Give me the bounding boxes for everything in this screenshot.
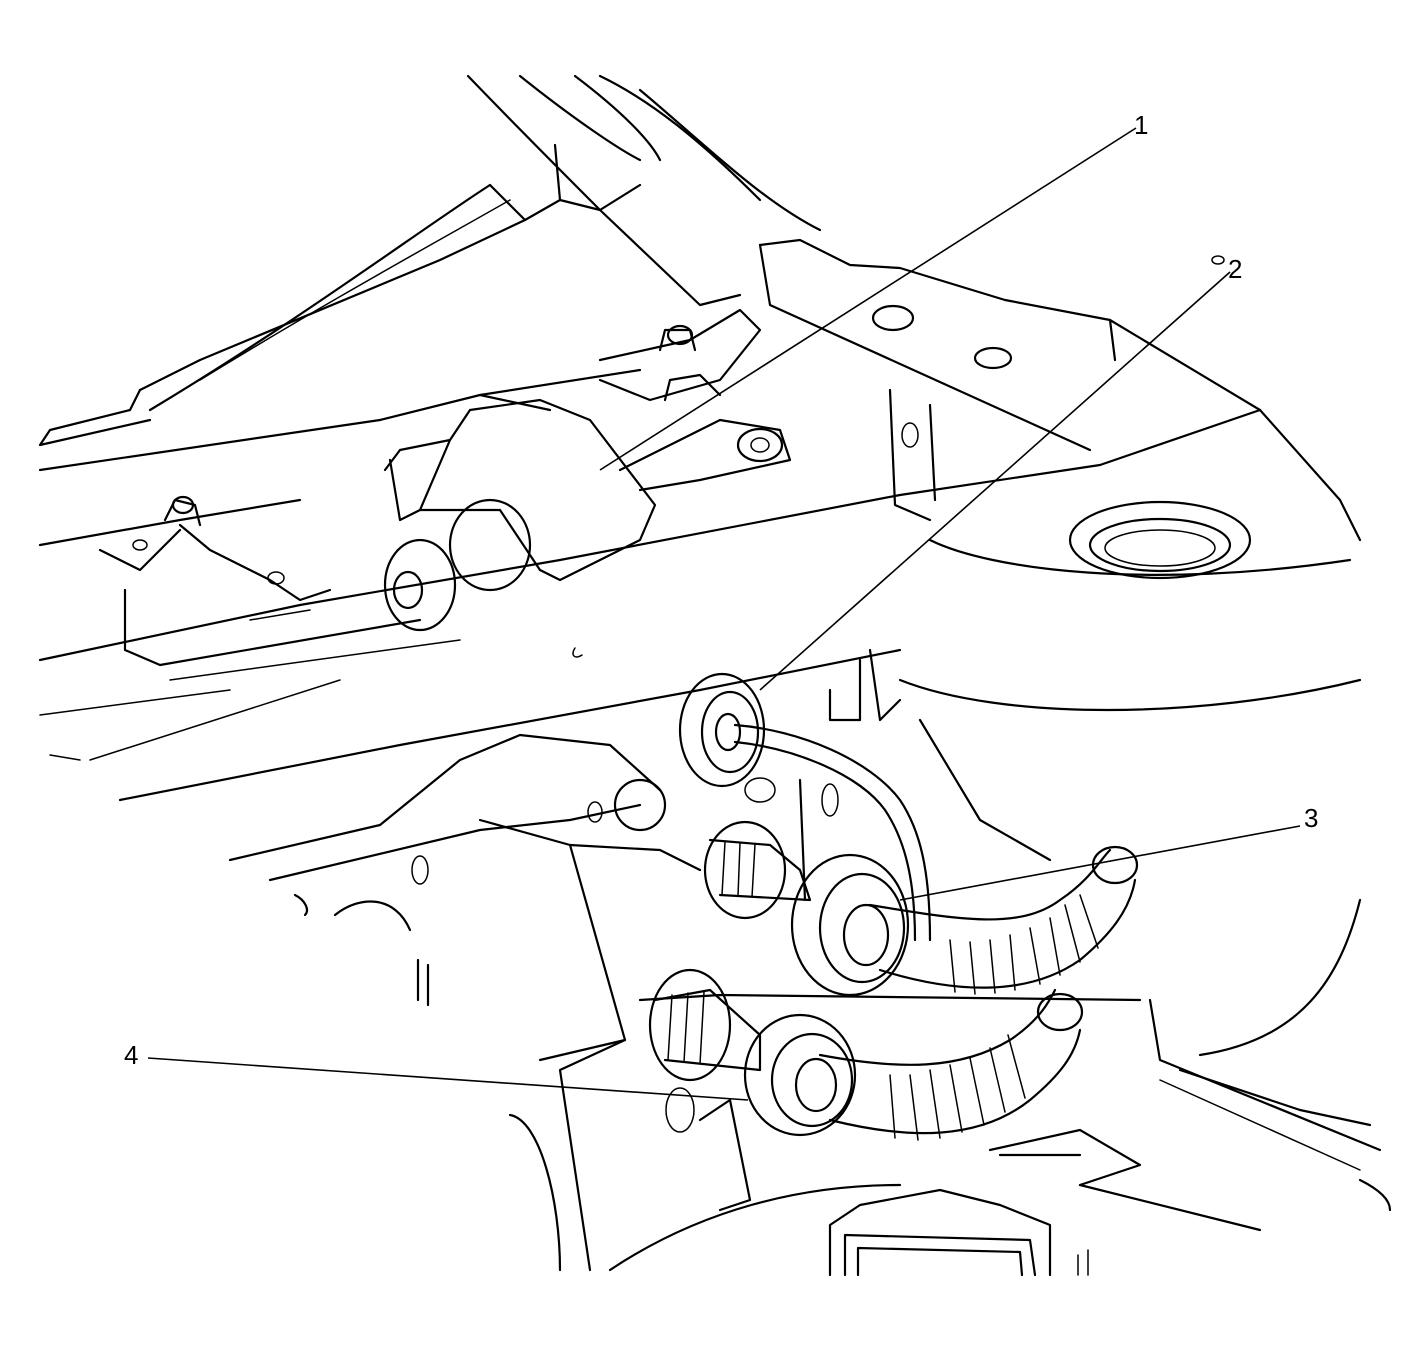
firewall [228, 648, 1142, 1272]
leader-4 [147, 1057, 749, 1101]
fender-module [608, 898, 1392, 1277]
grommet-2 [678, 672, 932, 942]
cowl-beam [38, 408, 1262, 802]
leader-1 [599, 127, 1137, 471]
callout-1: 1 [1134, 110, 1148, 140]
grommet-4 [648, 968, 1084, 1141]
cowl-panel [38, 74, 822, 447]
callouts: 1 2 3 4 [124, 110, 1318, 1070]
callout-2: 2 [1228, 254, 1242, 284]
leader-3 [899, 825, 1301, 901]
leader-2 [759, 271, 1231, 691]
callout-3: 3 [1304, 803, 1318, 833]
wiper-motor [38, 308, 792, 667]
leader-lines [147, 127, 1301, 1101]
grommet-3 [703, 820, 1139, 997]
strut-tower [758, 238, 1362, 862]
callout-4: 4 [124, 1040, 138, 1070]
